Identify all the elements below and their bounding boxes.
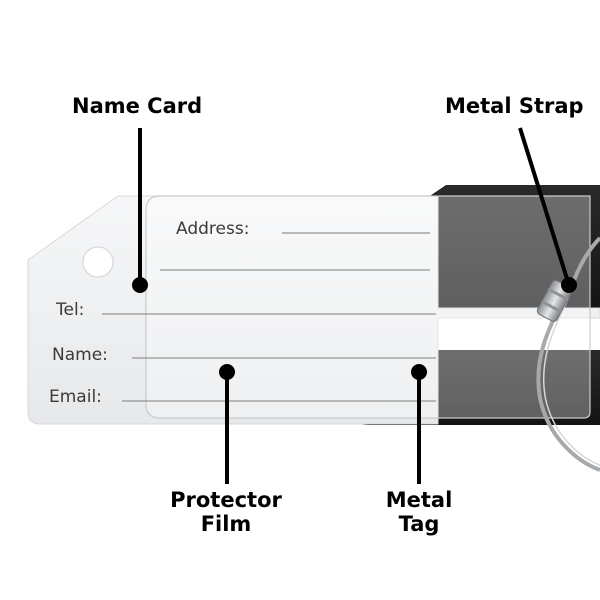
metal-strap-cable-inner	[543, 289, 600, 466]
name-card-hole	[82, 246, 114, 278]
name-card-shape	[27, 195, 600, 425]
protector-film-callout-line1: Protector	[170, 488, 282, 512]
protector-film-shape	[145, 195, 591, 419]
metal-strap-callout: Metal Strap	[445, 94, 584, 118]
metal-tag-dot	[411, 364, 427, 380]
metal-tag-callout: Metal Tag	[379, 488, 459, 536]
name-card-dot	[132, 277, 148, 293]
address-label: Address:	[176, 219, 249, 239]
metal-tag-callout-line2: Tag	[398, 512, 440, 536]
protector-film-callout-line2: Film	[200, 512, 252, 536]
metal-strap-leader	[518, 127, 570, 283]
name-card-callout: Name Card	[72, 94, 202, 118]
metal-strap-dot	[561, 277, 577, 293]
email-label: Email:	[49, 387, 102, 407]
protector-film-callout: Protector Film	[166, 488, 286, 536]
tel-label: Tel:	[55, 300, 84, 320]
metal-tag-callout-line1: Metal	[385, 488, 453, 512]
protector-film-dot	[219, 364, 235, 380]
name-card-callout-text: Name Card	[72, 94, 203, 118]
metal-strap-ferrule	[536, 279, 573, 322]
metal-strap-callout-text: Metal Strap	[445, 94, 584, 118]
name-label: Name:	[52, 345, 108, 365]
